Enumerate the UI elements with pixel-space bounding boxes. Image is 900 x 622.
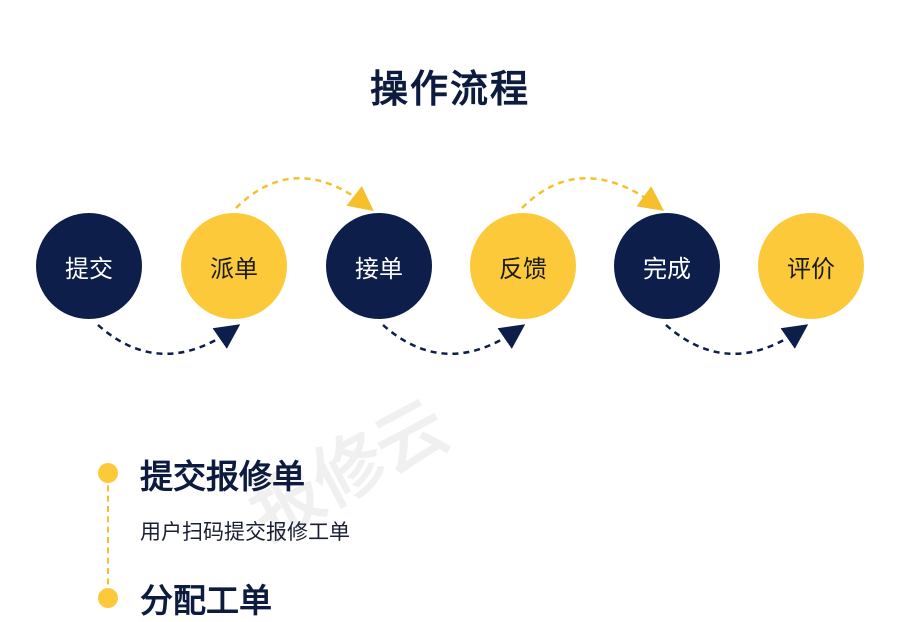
flow-arrows	[97, 177, 809, 356]
step-complete: 完成	[614, 213, 720, 319]
flow-title: 操作流程	[369, 67, 530, 111]
step-dispatch: 派单	[181, 213, 287, 319]
detail-desc-submit: 用户扫码提交报修工单	[140, 520, 350, 544]
step-feedback: 反馈	[470, 213, 576, 319]
arrow-submit-to-dispatch	[97, 324, 241, 356]
step-review: 评价	[758, 213, 864, 319]
detail-title-dispatch: 分配工单	[140, 581, 272, 620]
arrow-complete-to-review	[665, 324, 809, 356]
process-flow: 提交 派单 接单 反馈 完成 评价	[36, 177, 864, 356]
detail-title-submit: 提交报修单	[140, 457, 305, 496]
step-accept: 接单	[326, 213, 432, 319]
timeline-dot	[98, 463, 118, 483]
arrow-feedback-to-complete	[521, 177, 665, 211]
detail-timeline	[107, 475, 111, 605]
step-submit: 提交	[36, 213, 142, 319]
arrow-accept-to-feedback	[382, 324, 526, 356]
arrow-dispatch-to-accept	[235, 177, 374, 212]
timeline-dot	[98, 588, 118, 608]
